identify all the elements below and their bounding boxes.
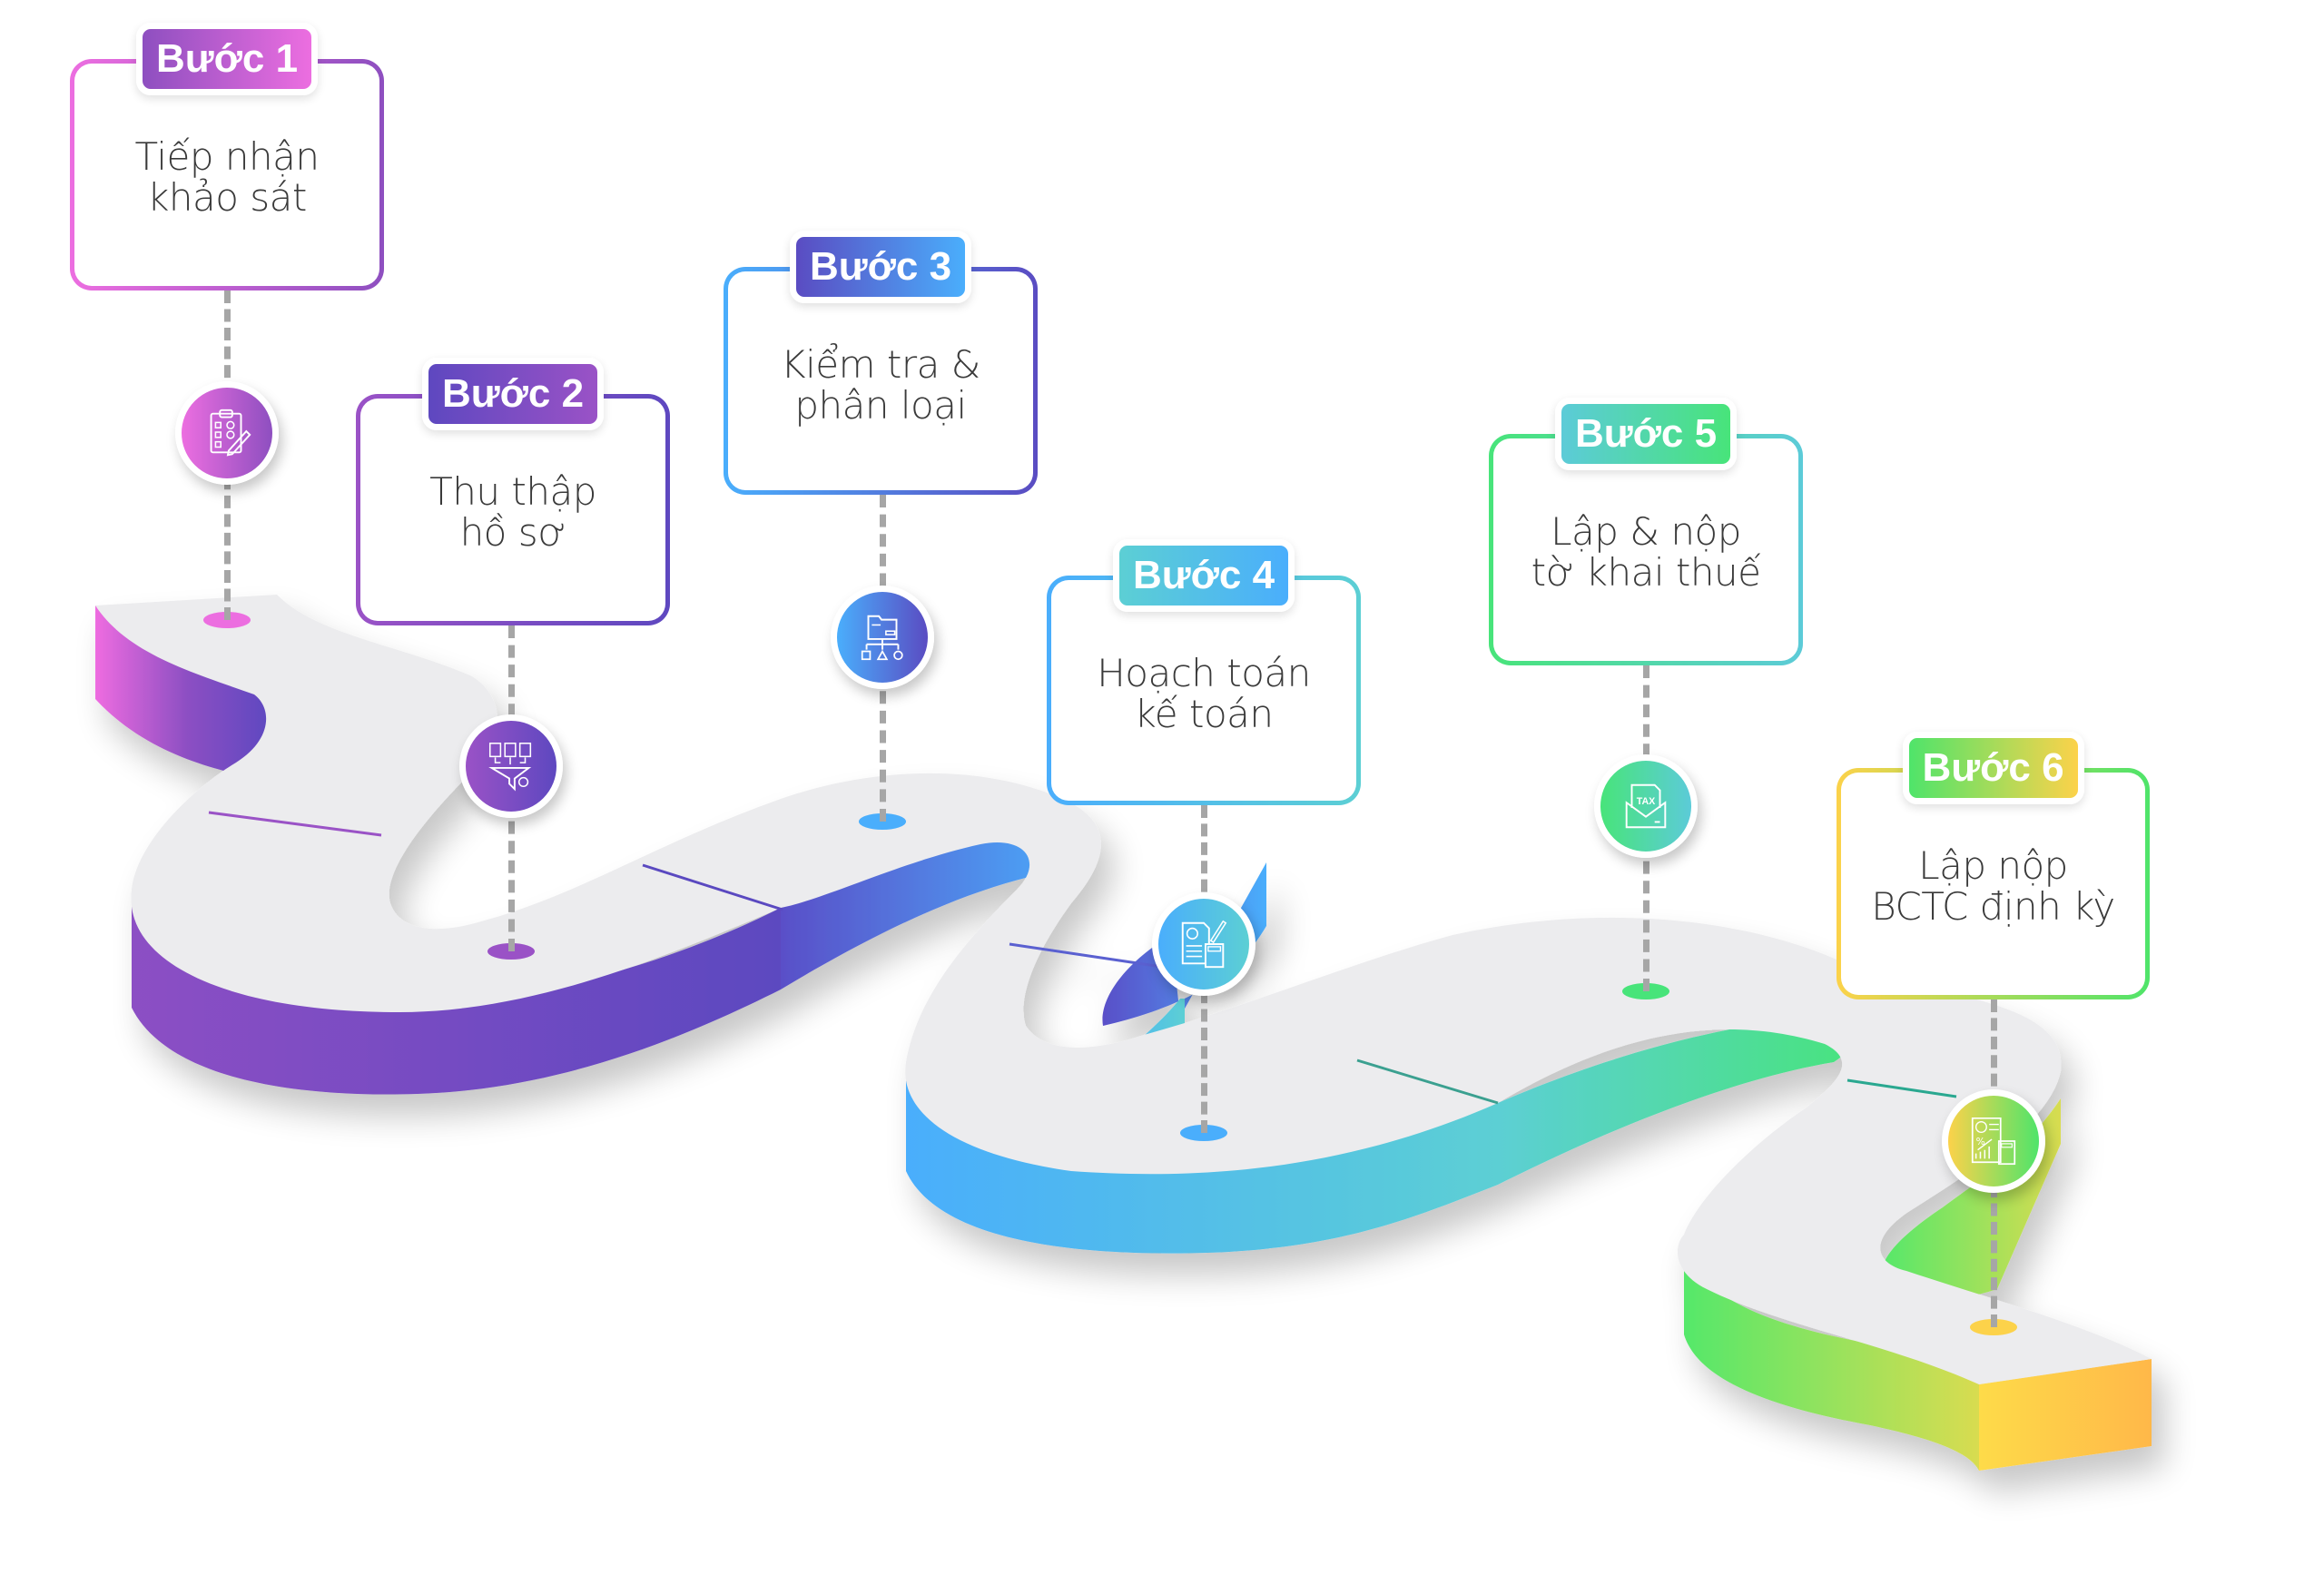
step-card: Thu thập hồ sơ (356, 394, 670, 625)
tax-envelope-icon: TAX (1625, 783, 1667, 829)
road-side-inner-4 (1102, 862, 1266, 1026)
step-icon-circle (459, 714, 563, 818)
clipboard-checklist-icon (210, 409, 251, 457)
step-card: Kiểm tra & phân loại (724, 267, 1038, 495)
segment-divider-5 (1846, 1078, 1957, 1098)
road-top-surface (95, 595, 2152, 1384)
step-icon-circle: % (1942, 1089, 2045, 1193)
step-badge: Bước 4 (1113, 539, 1295, 612)
step-description: Lập nộp BCTC định kỳ (1871, 843, 2115, 929)
svg-text:TAX: TAX (1637, 796, 1656, 807)
step-card: Hoạch toán kế toán (1047, 576, 1361, 805)
ground-marker-dot (1622, 983, 1669, 999)
road-side-segment-6 (1684, 1244, 1979, 1471)
road-side-segment-1 (95, 606, 278, 779)
step-badge: Bước 1 (136, 23, 318, 95)
ground-marker-dot (859, 813, 906, 830)
step-description: Tiếp nhận khảo sát (134, 134, 320, 220)
step-description: Hoạch toán kế toán (1097, 651, 1311, 736)
invoice-calculator-icon (1181, 920, 1227, 969)
step-icon-circle (831, 586, 934, 689)
document-funnel-icon (488, 743, 532, 792)
step-icon-circle: TAX (1594, 754, 1698, 858)
step-card: Lập nộp BCTC định kỳ (1837, 768, 2150, 999)
step-description: Thu thập hồ sơ (429, 469, 596, 555)
step-description: Kiểm tra & phân loại (781, 342, 980, 428)
road-end-face (1979, 1359, 2152, 1471)
financial-report-icon: % (1971, 1117, 2016, 1166)
step-badge: Bước 3 (790, 231, 971, 303)
segment-divider-2 (642, 863, 783, 911)
svg-text:%: % (1976, 1136, 1985, 1147)
step-badge: Bước 6 (1902, 732, 2084, 804)
step-badge: Bước 5 (1555, 398, 1737, 470)
segment-divider-3 (1009, 942, 1181, 971)
road-side-segment-5 (1498, 1012, 1871, 1185)
segment-divider-4 (1356, 1058, 1499, 1105)
step-badge: Bước 2 (422, 358, 604, 430)
road-side-segment-2 (132, 890, 781, 1095)
road-side-inner-6 (1881, 1026, 2061, 1300)
ground-marker-dot (203, 612, 251, 628)
ground-marker-dot (1970, 1319, 2017, 1335)
ground-marker-dot (1180, 1125, 1227, 1141)
road-side-segment-3 (781, 812, 1082, 989)
segment-divider-1 (208, 811, 382, 837)
ground-marker-dot (487, 943, 535, 960)
folder-hierarchy-icon (861, 615, 903, 661)
step-icon-circle (175, 381, 279, 485)
step-card: Tiếp nhận khảo sát (70, 59, 384, 290)
step-description: Lập & nộp tờ khai thuế (1531, 509, 1761, 595)
step-icon-circle (1152, 892, 1256, 996)
step-card: Lập & nộp tờ khai thuế (1489, 434, 1803, 665)
